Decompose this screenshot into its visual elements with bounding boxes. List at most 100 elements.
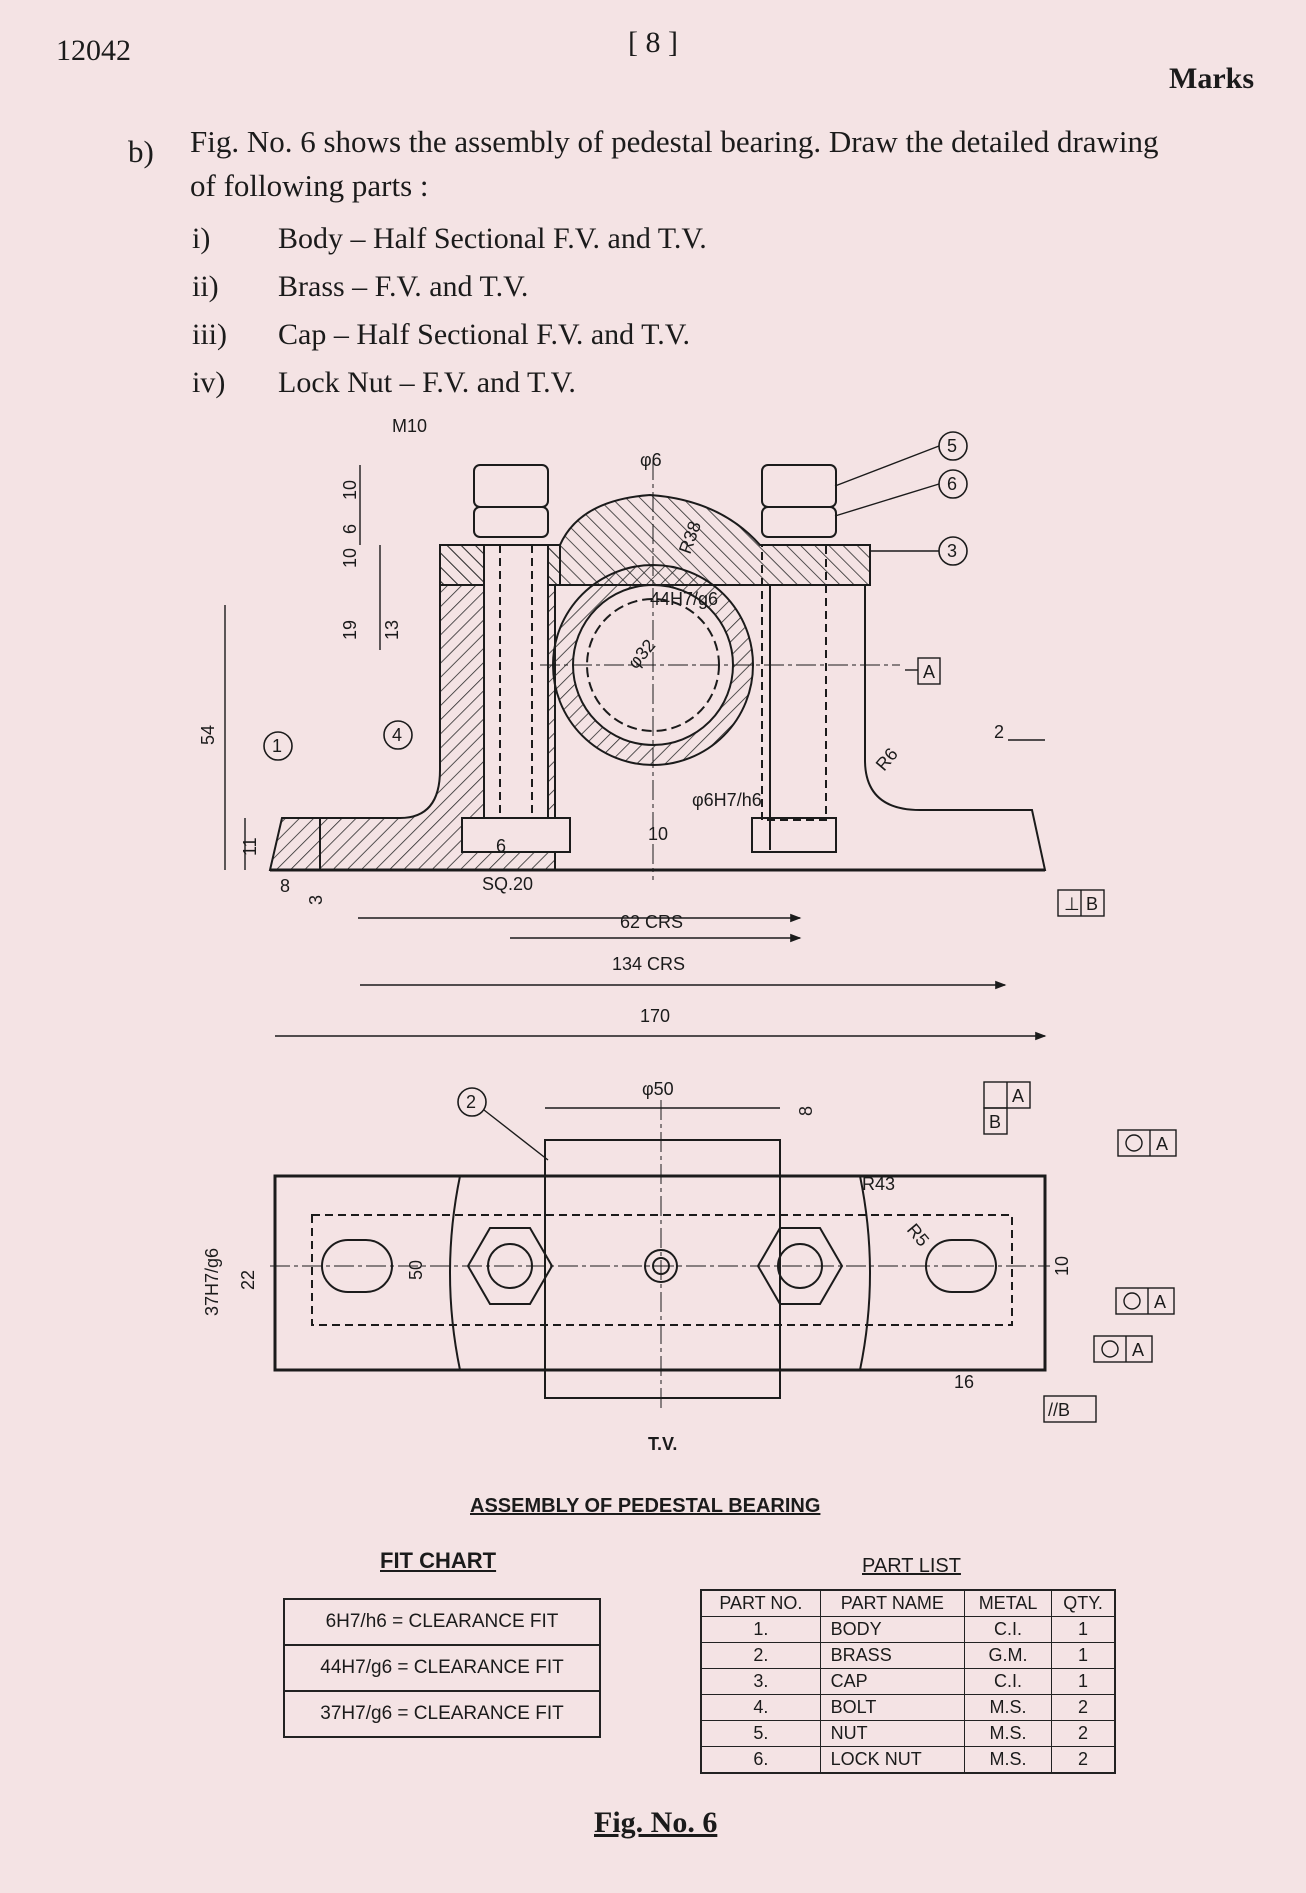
dim-r43: R43 — [862, 1174, 895, 1194]
col-header: QTY. — [1051, 1589, 1116, 1617]
cell: 1 — [1051, 1616, 1116, 1643]
item-text: Body – Half Sectional F.V. and T.V. — [278, 222, 707, 255]
bolt-head-left — [461, 817, 571, 853]
table-header-row: PART NO. PART NAME METAL QTY. — [700, 1589, 1116, 1617]
dim-37h7g6: 37H7/g6 — [202, 1248, 222, 1316]
cell: BODY — [819, 1616, 965, 1643]
table-row: 2. BRASS G.M. 1 — [700, 1642, 1116, 1669]
dim-22: 22 — [238, 1270, 258, 1290]
balloon-4: 4 — [392, 725, 402, 745]
cell: 1 — [1051, 1668, 1116, 1695]
cell: C.I. — [963, 1616, 1053, 1643]
table-row: 5. NUT M.S. 2 — [700, 1720, 1116, 1747]
lock-nut-left — [473, 506, 549, 538]
svg-text:⊥: ⊥ — [1064, 894, 1080, 914]
item-text: Brass – F.V. and T.V. — [278, 270, 529, 303]
fit-row: 6H7/h6 = CLEARANCE FIT — [283, 1598, 601, 1646]
cell: 2 — [1051, 1694, 1116, 1721]
dim-19: 19 — [340, 620, 360, 640]
dim-8: 8 — [280, 876, 290, 896]
table-row: 3. CAP C.I. 1 — [700, 1668, 1116, 1695]
item-text: Lock Nut – F.V. and T.V. — [278, 366, 576, 399]
cell: BRASS — [819, 1642, 965, 1669]
table-row: 4. BOLT M.S. 2 — [700, 1694, 1116, 1721]
question-label: b) — [128, 134, 154, 169]
nut-right — [761, 464, 837, 508]
balloon-1: 1 — [272, 736, 282, 756]
dim-r5: R5 — [903, 1220, 933, 1250]
paper-code: 12042 — [56, 34, 131, 67]
dim-6-bolthead: 6 — [496, 836, 506, 856]
balloon-2: 2 — [466, 1092, 476, 1112]
drawing-title: ASSEMBLY OF PEDESTAL BEARING — [470, 1495, 820, 1517]
balloon-6: 6 — [947, 474, 957, 494]
cell: BOLT — [819, 1694, 965, 1721]
cell: G.M. — [963, 1642, 1053, 1669]
item-number: iv) — [192, 366, 226, 399]
table-row: 1. BODY C.I. 1 — [700, 1616, 1116, 1643]
item-number: ii) — [192, 270, 219, 303]
gdt-a-3: A — [1154, 1292, 1166, 1312]
dim-10-small: 10 — [648, 824, 668, 844]
item-number: iii) — [192, 318, 227, 351]
item-number: i) — [192, 222, 211, 255]
cell: 1 — [1051, 1642, 1116, 1669]
dim-62crs: 62 CRS — [620, 912, 683, 932]
front-view-balloons: 1 4 5 6 3 — [263, 431, 968, 761]
table-row: 44H7/g6 = CLEARANCE FIT — [283, 1644, 601, 1692]
marks-heading: Marks — [1169, 62, 1254, 95]
page-number: [ 8 ] — [628, 26, 678, 59]
question-text: Fig. No. 6 shows the assembly of pedesta… — [190, 124, 1159, 203]
balloon-5: 5 — [947, 436, 957, 456]
lock-nut-right — [761, 506, 837, 538]
front-view-dimensions — [224, 465, 1047, 1041]
top-view-labels: φ50 8 R43 R5 10 37H7/g6 22 50 16 A B A A… — [202, 1079, 1177, 1454]
dim-phi50: φ50 — [642, 1079, 674, 1099]
dim-2: 2 — [994, 722, 1004, 742]
front-view — [268, 460, 1047, 880]
gdt-a-1: A — [1012, 1086, 1024, 1106]
cell: LOCK NUT — [819, 1746, 965, 1774]
col-header: PART NAME — [819, 1589, 965, 1617]
col-header: METAL — [963, 1589, 1053, 1617]
table-row: 6H7/h6 = CLEARANCE FIT — [283, 1598, 601, 1646]
body-right-outline — [555, 584, 1047, 871]
dim-54: 54 — [198, 725, 218, 745]
col-header: PART NO. — [700, 1589, 821, 1617]
part-list-title: PART LIST — [862, 1555, 961, 1577]
table-row: 37H7/g6 = CLEARANCE FIT — [283, 1690, 601, 1738]
cell: CAP — [819, 1668, 965, 1695]
top-view-label: T.V. — [648, 1434, 677, 1454]
dim-44h7g6: 44H7/g6 — [650, 589, 718, 609]
fit-row: 44H7/g6 = CLEARANCE FIT — [283, 1644, 601, 1692]
balloon-3: 3 — [947, 541, 957, 561]
dim-13: 13 — [382, 620, 402, 640]
cell: 1. — [700, 1616, 821, 1643]
dim-10-cap: 10 — [340, 548, 360, 568]
cell: 3. — [700, 1668, 821, 1695]
dim-10-tv: 10 — [1052, 1256, 1072, 1276]
fit-chart-table: 6H7/h6 = CLEARANCE FIT 44H7/g6 = CLEARAN… — [283, 1598, 601, 1738]
cell: 2 — [1051, 1746, 1116, 1774]
dim-134crs: 134 CRS — [612, 954, 685, 974]
part-list-table: PART NO. PART NAME METAL QTY. 1. BODY C.… — [700, 1589, 1116, 1774]
cell: M.S. — [963, 1746, 1053, 1774]
cell: M.S. — [963, 1720, 1053, 1747]
dim-r6: R6 — [872, 744, 902, 774]
dim-3: 3 — [306, 895, 326, 905]
dim-6-locknut: 6 — [340, 524, 360, 534]
table-row: 6. LOCK NUT M.S. 2 — [700, 1746, 1116, 1774]
cell: 4. — [700, 1694, 821, 1721]
dim-10-top: 10 — [340, 480, 360, 500]
cell: 2. — [700, 1642, 821, 1669]
cell: 5. — [700, 1720, 821, 1747]
bolt-head-right — [751, 817, 837, 853]
item-text: Cap – Half Sectional F.V. and T.V. — [278, 318, 691, 351]
bolt-right — [761, 544, 827, 821]
gdt-a-4: A — [1132, 1340, 1144, 1360]
gdt-parallel-b: //B — [1048, 1400, 1070, 1420]
cell: 6. — [700, 1746, 821, 1774]
top-view — [270, 1100, 1050, 1410]
dim-170: 170 — [640, 1006, 670, 1026]
